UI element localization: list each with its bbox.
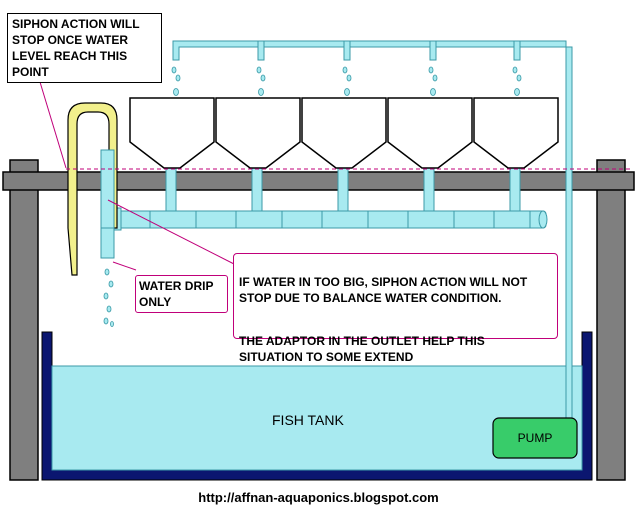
stand-post-right — [596, 159, 626, 481]
water-drip-label: WATER DRIP ONLY — [135, 275, 228, 313]
footer-url: http://affnan-aquaponics.blogspot.com — [198, 490, 439, 505]
manifold-pipe — [117, 210, 547, 229]
pump-body — [492, 417, 578, 459]
pump-label: PUMP — [517, 431, 553, 445]
warning-text-2: THE ADAPTOR IN THE OUTLET HELP THIS SITU… — [239, 334, 485, 364]
siphon-note-pointer — [39, 81, 67, 169]
stand-post-left — [9, 159, 39, 481]
drain-manifold — [110, 164, 548, 231]
siphon-tube — [67, 102, 118, 327]
fish-tank-label: FISH TANK — [272, 412, 344, 428]
siphon-note-label: SIPHON ACTION WILL STOP ONCE WATER LEVEL… — [7, 13, 162, 83]
water-drip-pointer — [112, 261, 137, 271]
warning-pointer — [107, 199, 237, 266]
stand-frame — [2, 159, 635, 481]
grow-bed-4 — [387, 97, 473, 169]
stand-top-bar — [2, 171, 635, 191]
grow-bed-5 — [473, 97, 559, 169]
grow-bed-3 — [301, 97, 387, 169]
annotation-pointers — [39, 81, 237, 271]
pump-return-pipe — [172, 40, 573, 421]
grow-beds — [129, 97, 559, 169]
grow-bed-1 — [129, 97, 215, 169]
spray-drops — [171, 66, 522, 96]
warning-text-1: IF WATER IN TOO BIG, SIPHON ACTION WILL … — [239, 275, 528, 305]
siphon-water-leg — [100, 149, 115, 229]
siphon-drip-drops — [103, 268, 114, 327]
grow-bed-2 — [215, 97, 301, 169]
outlet-adaptor — [100, 227, 115, 259]
warning-note: IF WATER IN TOO BIG, SIPHON ACTION WILL … — [233, 253, 558, 364]
